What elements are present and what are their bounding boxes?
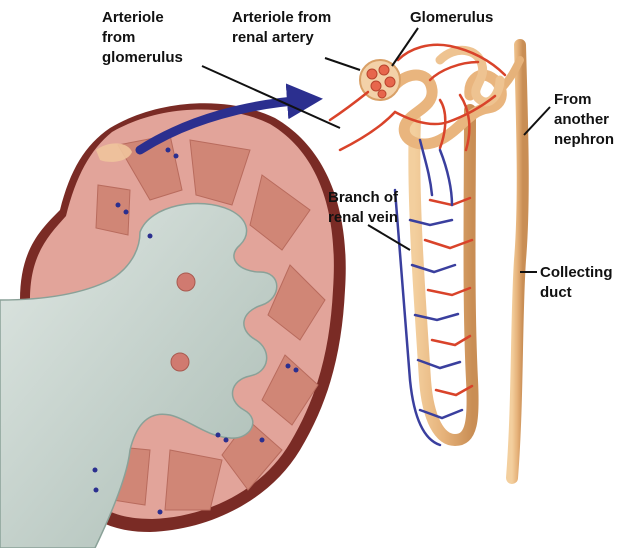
leader-branch-of-renal-vein bbox=[368, 225, 410, 250]
leader-glomerulus bbox=[392, 28, 418, 66]
leader-arteriole-from-renal-artery bbox=[325, 58, 360, 70]
label-collecting-duct: Collecting duct bbox=[540, 264, 617, 301]
collecting-duct bbox=[512, 45, 523, 478]
label-branch-of-renal-vein: Branch of renal vein bbox=[328, 189, 402, 226]
proximal-tubule bbox=[395, 75, 501, 144]
nephron bbox=[330, 45, 523, 478]
label-arteriole-from-glomerulus: Arteriole from glomerulus bbox=[102, 9, 183, 66]
label-from-another-nephron: From another nephron bbox=[554, 91, 614, 148]
label-glomerulus: Glomerulus bbox=[410, 9, 493, 26]
kidney-cross-section bbox=[0, 103, 346, 548]
label-arteriole-from-renal-artery: Arteriole from renal artery bbox=[232, 9, 335, 46]
